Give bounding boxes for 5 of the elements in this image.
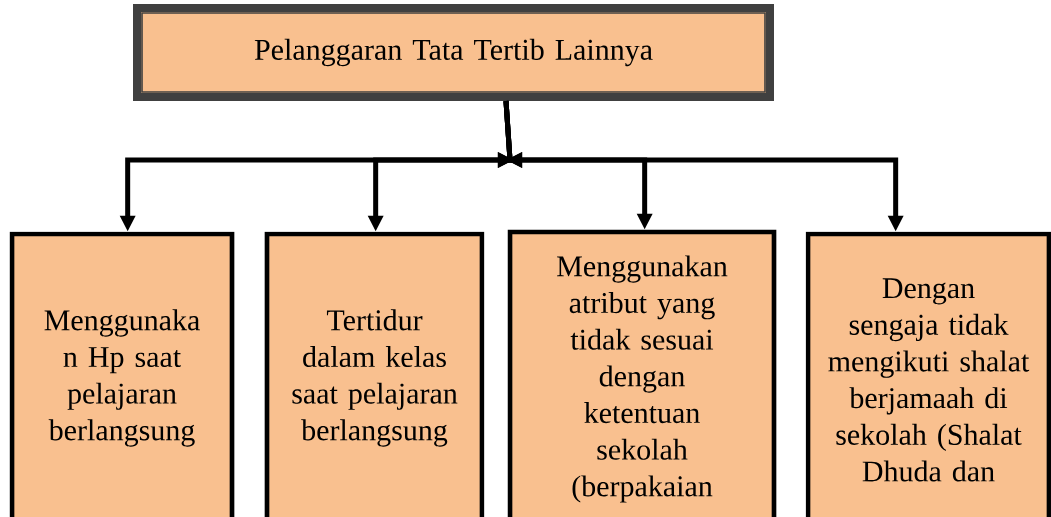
title-box: Pelanggaran Tata Tertib Lainnya bbox=[133, 4, 774, 101]
category-box: Dengan sengaja tidak mengikuti shalat berjamaah di sekolah (Shalat Dhuda dan bbox=[805, 231, 1051, 517]
category-box: Menggunakan atribut yang tidak sesuai dengan ketentuan sekolah (berpakaian bbox=[507, 229, 777, 517]
category-box: Menggunaka n Hp saat pelajaran berlangsung bbox=[9, 231, 235, 517]
category-box: Tertidur dalam kelas saat pelajaran berlangsung bbox=[264, 231, 485, 517]
